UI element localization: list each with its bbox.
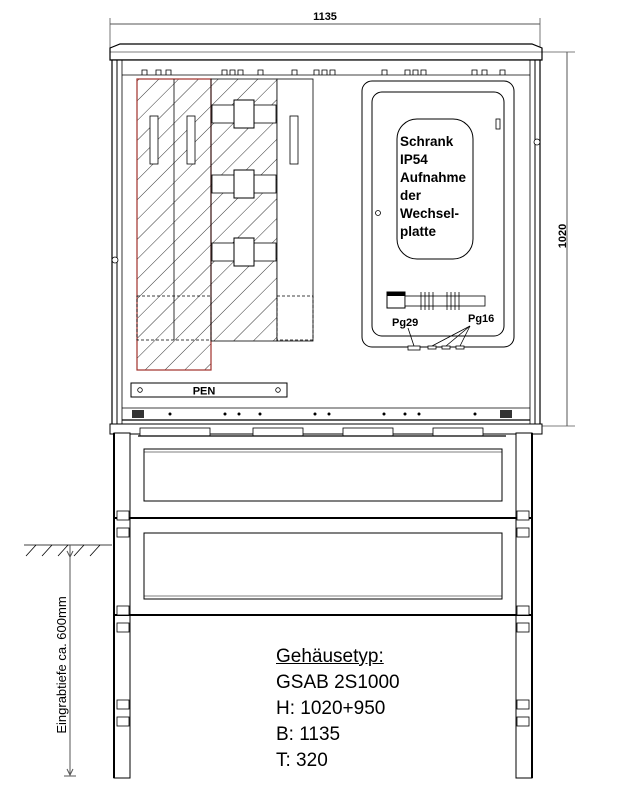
note-line: platte xyxy=(400,224,437,239)
base-frame xyxy=(113,432,533,779)
pg16-label: Pg16 xyxy=(468,313,494,325)
note-line: der xyxy=(400,188,422,203)
note-line: Aufnahme xyxy=(400,170,467,185)
height-label: 1020 xyxy=(557,224,569,248)
cabinet-roof xyxy=(109,43,543,61)
fuse-strip-center xyxy=(210,78,278,342)
inner-cabinet-ip54: Pg29 Pg16 xyxy=(361,80,515,351)
top-mounting-clips xyxy=(141,69,506,75)
burial-depth-label: Eingrabtiefe ca. 600mm xyxy=(54,596,69,733)
spec-depth: T: 320 xyxy=(276,750,328,771)
width-label: 1135 xyxy=(313,11,337,23)
base-top-plate xyxy=(109,423,543,437)
pen-bar: PEN xyxy=(130,382,288,398)
fuse-strip-group-highlighted xyxy=(136,78,212,371)
width-dimension xyxy=(109,18,541,52)
note-line: Schrank xyxy=(400,134,454,149)
spec-title: Gehäusetyp: xyxy=(276,646,384,667)
spec-width: B: 1135 xyxy=(276,724,341,745)
height-dimension xyxy=(540,51,575,427)
spec-height: H: 1020+950 xyxy=(276,698,386,719)
pg29-label: Pg29 xyxy=(392,317,418,329)
fuse-strip-right xyxy=(276,78,314,342)
spec-type: GSAB 2S1000 xyxy=(276,672,400,693)
pen-label: PEN xyxy=(193,386,216,398)
spec-block: Gehäusetyp: GSAB 2S1000 H: 1020+950 B: 1… xyxy=(276,644,400,774)
inner-cabinet-note: Schrank IP54 Aufnahme der Wechsel- platt… xyxy=(400,133,466,241)
note-line: IP54 xyxy=(400,152,428,167)
bottom-rail xyxy=(122,407,530,421)
note-line: Wechsel- xyxy=(400,206,460,221)
burial-depth-dimension xyxy=(64,545,76,777)
ground-level xyxy=(24,544,112,557)
